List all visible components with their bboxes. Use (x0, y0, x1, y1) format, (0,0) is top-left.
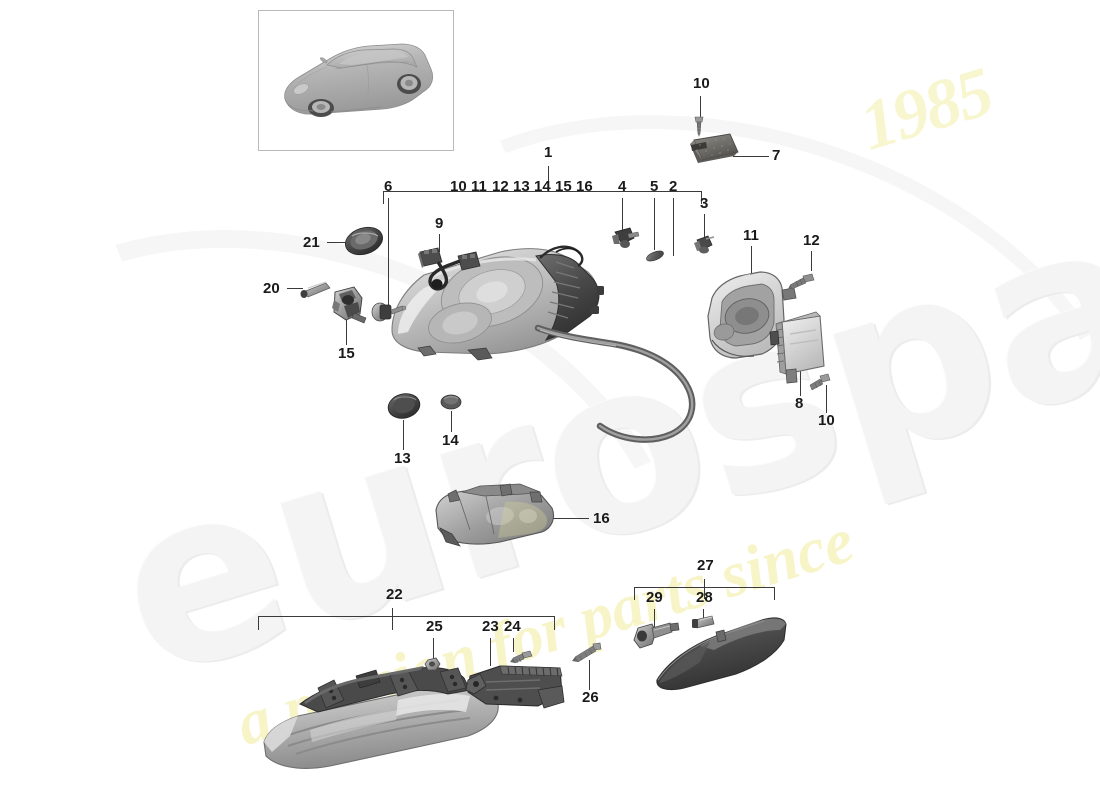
leader-25 (433, 638, 434, 660)
part-service-cover-cap (387, 393, 421, 419)
callout-4: 4 (618, 178, 627, 195)
leader-group-27 (704, 579, 705, 599)
part-cover-cap-round (345, 226, 383, 256)
part-bulb-socket-holder (332, 286, 367, 324)
vehicle-thumbnail-frame (258, 10, 454, 151)
callout-9: 9 (435, 215, 444, 232)
callout-16: 16 (576, 178, 593, 195)
part-headlight-frame-bracket (435, 483, 555, 547)
callout-10-ballast: 10 (818, 412, 835, 429)
leader-13 (403, 420, 404, 450)
callout-13-cap: 13 (394, 450, 411, 467)
part-control-module (690, 133, 739, 163)
callout-28: 28 (696, 589, 713, 606)
leader-23 (490, 638, 491, 666)
callout-24: 24 (504, 618, 521, 635)
part-headlight-bulb-h7 (371, 302, 407, 322)
callout-1: 1 (544, 144, 553, 161)
leader-9 (439, 234, 440, 252)
leader-3 (704, 214, 705, 238)
leader-2 (673, 198, 674, 256)
leader-26 (589, 660, 590, 690)
part-side-marker-bulb (692, 615, 715, 629)
callout-29: 29 (646, 589, 663, 606)
leader-15 (346, 312, 347, 345)
leader-20 (287, 288, 303, 289)
leader-4 (622, 198, 623, 230)
callout-11: 11 (471, 178, 487, 195)
callout-6: 6 (384, 178, 393, 195)
vehicle-illustration (284, 43, 434, 117)
callout-11-cover: 11 (743, 227, 759, 244)
callout-8: 8 (795, 395, 804, 412)
callout-13: 13 (513, 178, 530, 195)
callout-26: 26 (582, 689, 599, 706)
callout-20: 20 (263, 280, 280, 297)
leader-10-ballast (826, 385, 827, 413)
part-side-marker-lamp (656, 617, 787, 691)
leader-group-1 (548, 166, 549, 192)
leader-12 (811, 251, 812, 271)
part-headlight-seal-gasket (612, 227, 640, 248)
part-headlight-seal-ring (534, 324, 696, 443)
part-grommet-plug (440, 394, 462, 410)
callout-5: 5 (650, 178, 659, 195)
bracket-group-1 (383, 191, 702, 204)
callout-23: 23 (482, 618, 499, 635)
callout-12-screw: 12 (803, 232, 820, 249)
leader-7 (733, 156, 769, 157)
callout-12: 12 (492, 178, 509, 195)
part-turn-signal-lamp-assembly (263, 666, 499, 769)
part-turn-signal-bracket (465, 665, 565, 709)
leader-5 (654, 198, 655, 250)
callout-27: 27 (697, 557, 714, 574)
part-oval-seal (646, 250, 664, 262)
leader-24 (513, 638, 514, 652)
part-wiring-harness-connector (418, 247, 481, 291)
callout-10: 10 (450, 178, 467, 195)
part-ballast-control-unit (769, 311, 825, 384)
callout-14: 14 (534, 178, 551, 195)
leader-10-top (700, 96, 701, 118)
leader-14 (451, 411, 452, 432)
leader-8 (800, 360, 801, 396)
part-headlight-rear-housing-cover (707, 271, 797, 359)
callout-7: 7 (772, 147, 781, 164)
callout-14-grommet: 14 (442, 432, 459, 449)
bracket-group-22 (258, 616, 555, 630)
leader-21 (327, 242, 354, 243)
leader-28 (703, 609, 704, 626)
part-bulb-wedge-base (300, 281, 331, 298)
bracket-group-27 (634, 587, 775, 600)
part-side-marker-socket (633, 622, 680, 649)
leader-11 (751, 246, 752, 282)
callout-3: 3 (700, 195, 709, 212)
part-screw-small-top (694, 116, 704, 137)
part-screw-small-ballast (809, 373, 831, 391)
callout-22: 22 (386, 586, 403, 603)
part-bracket-screw (510, 650, 533, 664)
callout-10-top: 10 (693, 75, 710, 92)
callout-2: 2 (669, 178, 678, 195)
part-turn-signal-nut (424, 657, 441, 671)
leader-29 (654, 609, 655, 627)
callout-21: 21 (303, 234, 320, 251)
leader-group-22 (392, 608, 393, 630)
callout-15-socket: 15 (338, 345, 355, 362)
callout-16-frame: 16 (593, 510, 610, 527)
part-long-screw (572, 642, 602, 663)
part-housing-screw (788, 273, 815, 290)
leader-6 (388, 198, 389, 306)
leader-16 (553, 518, 589, 519)
part-retaining-clip (694, 235, 715, 254)
callout-15: 15 (555, 178, 572, 195)
callout-25: 25 (426, 618, 443, 635)
